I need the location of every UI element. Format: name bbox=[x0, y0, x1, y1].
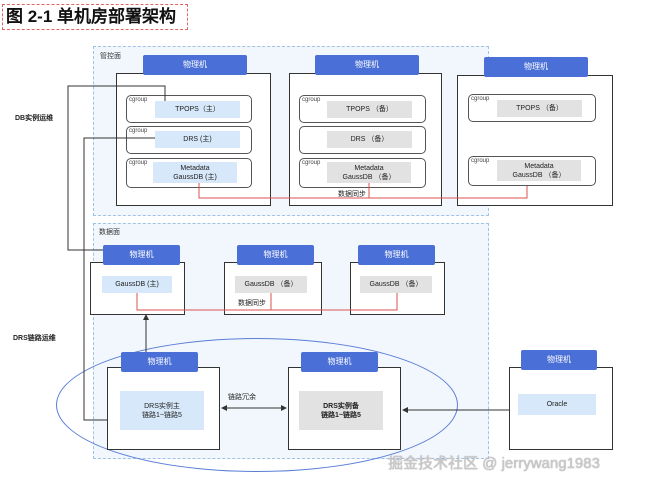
oracle-to-drs-arrowhead bbox=[402, 407, 408, 413]
drs-redundancy-ellipse bbox=[56, 338, 458, 472]
watermark: 掘金技术社区 @ jerrywang1983 bbox=[388, 455, 600, 472]
mgmt-machine-3-tab: 物理机 bbox=[484, 57, 588, 77]
drs-link-ops-label: DRS链路运维 bbox=[13, 335, 56, 342]
cgroup-label: cgroup bbox=[129, 97, 148, 103]
drs-instance-standby: DRS实例备 链路1~链路5 bbox=[299, 391, 383, 430]
drs-standby: DRS （备） bbox=[327, 131, 412, 148]
gaussdb-standby-2: GaussDB （备） bbox=[360, 276, 432, 293]
data-plane-label: 数据面 bbox=[99, 229, 120, 236]
cgroup-label: cgroup bbox=[302, 97, 321, 103]
cgroup-label: cgroup bbox=[471, 158, 490, 164]
drs-machine-standby-tab: 物理机 bbox=[301, 352, 378, 372]
tpops-standby-2: TPOPS （备） bbox=[497, 100, 582, 117]
drs-ops-line bbox=[83, 137, 155, 421]
link-redundancy-arrowhead-right bbox=[281, 405, 287, 411]
figure-title: 图 2-1 单机房部署架构 bbox=[2, 4, 188, 30]
db-instance-ops-label: DB实例运维 bbox=[15, 115, 54, 122]
metadata-gaussdb-primary: Metadata GaussDB (主) bbox=[153, 162, 237, 183]
gaussdb-standby-1: GaussDB （备） bbox=[235, 276, 307, 293]
gaussdb-primary: GaussDB (主) bbox=[102, 276, 172, 293]
mgmt-machine-1-tab: 物理机 bbox=[143, 55, 247, 75]
management-plane-label: 管控面 bbox=[100, 53, 121, 60]
tpops-primary: TPOPS（主） bbox=[155, 101, 240, 118]
drs-primary: DRS (主) bbox=[155, 131, 240, 148]
oracle-db: Oracle bbox=[518, 394, 596, 415]
metadata-gaussdb-standby-2: Metadata GaussDB （备） bbox=[497, 160, 581, 181]
data-sync-label: 数据同步 bbox=[238, 300, 266, 307]
data-machine-2-tab: 物理机 bbox=[237, 245, 314, 265]
mgmt-sync-label: 数据同步 bbox=[338, 191, 366, 198]
mgmt-sync-line bbox=[198, 183, 528, 199]
mgmt-machine-2-tab: 物理机 bbox=[315, 55, 419, 75]
db-ops-line bbox=[67, 85, 166, 251]
cgroup-label: cgroup bbox=[129, 128, 148, 134]
data-sync-line bbox=[136, 293, 398, 311]
drs-instance-primary: DRS实例主 链路1~链路5 bbox=[120, 391, 204, 430]
drs-to-gaussdb-arrowhead bbox=[143, 314, 149, 320]
link-redundancy-label: 链路冗余 bbox=[228, 394, 256, 401]
data-machine-1-tab: 物理机 bbox=[103, 245, 180, 265]
cgroup-label: cgroup bbox=[302, 160, 321, 166]
oracle-machine-tab: 物理机 bbox=[521, 350, 597, 370]
cgroup-label: cgroup bbox=[471, 96, 490, 102]
link-redundancy-arrowhead-left bbox=[221, 405, 227, 411]
cgroup-label: cgroup bbox=[129, 160, 148, 166]
tpops-standby-1: TPOPS （备） bbox=[327, 101, 412, 118]
metadata-gaussdb-standby-1: Metadata GaussDB （备） bbox=[327, 162, 411, 183]
drs-machine-primary-tab: 物理机 bbox=[121, 352, 198, 372]
data-machine-3-tab: 物理机 bbox=[358, 245, 435, 265]
